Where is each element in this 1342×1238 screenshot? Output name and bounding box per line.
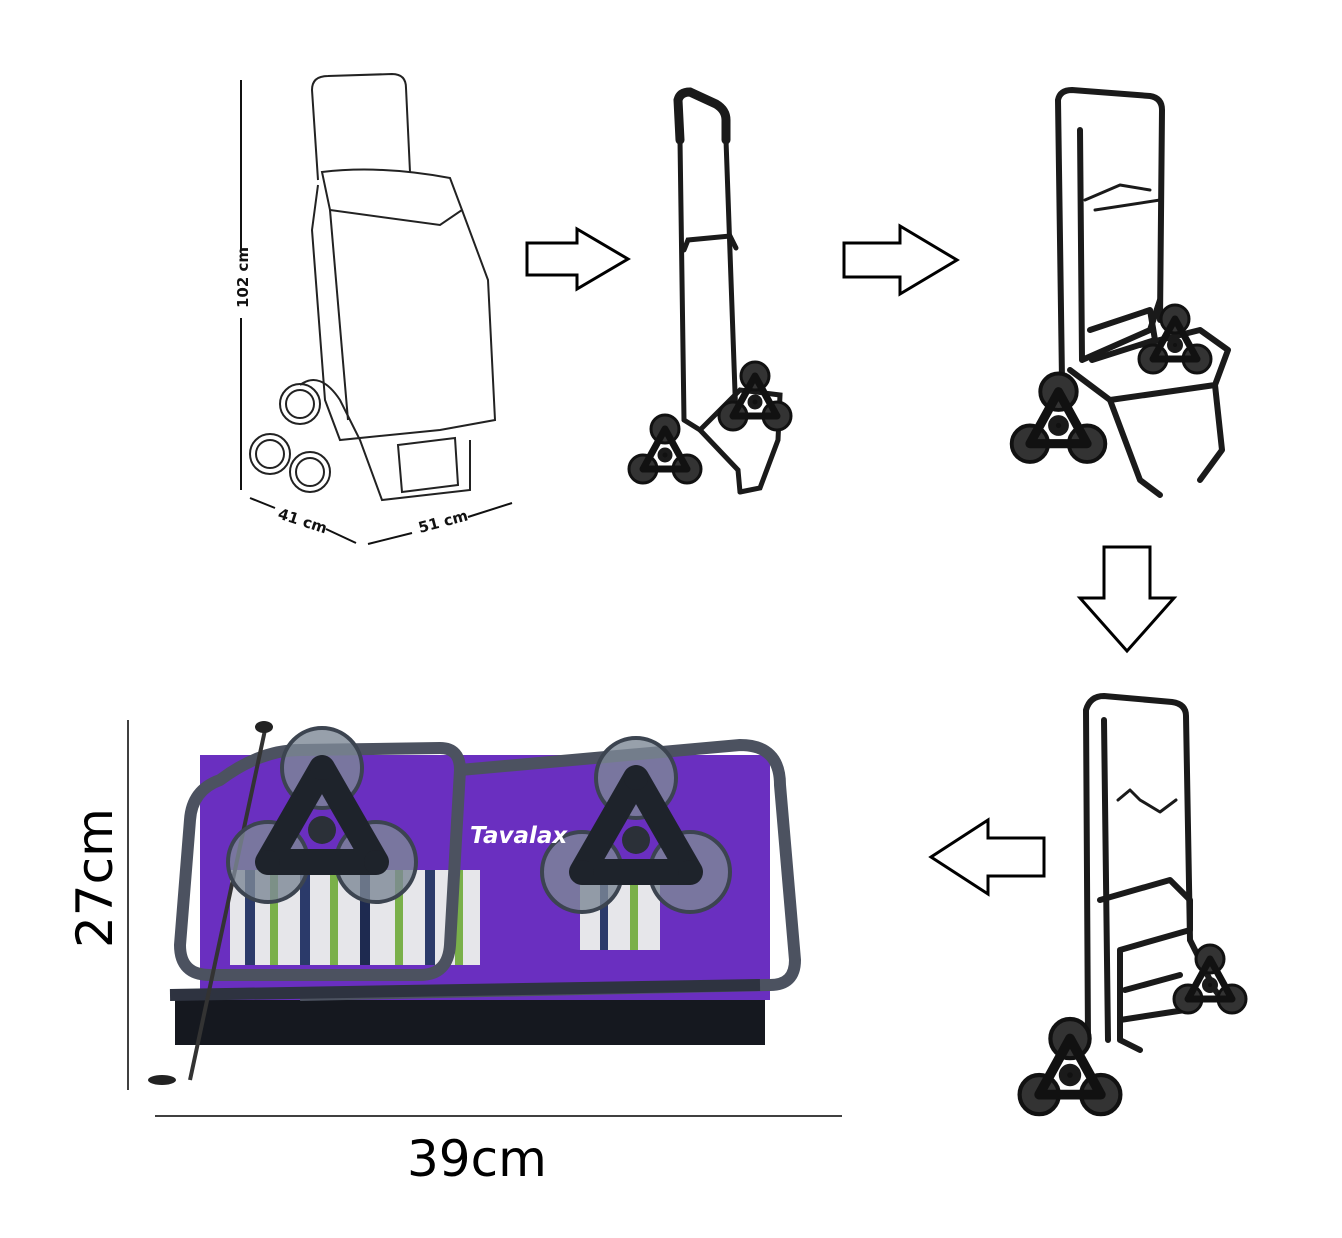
width-label: 51 cm [416, 506, 470, 536]
arrow-right-icon [842, 223, 960, 297]
folded-width-label: 39cm [407, 1130, 547, 1188]
height-label: 102 cm [234, 247, 252, 308]
trolley-sketch [249, 72, 497, 502]
arrow-left-icon [928, 817, 1046, 897]
trolley-frame-folding [1020, 693, 1246, 1114]
brand-logo: Tavalax [470, 823, 568, 849]
trolley-frame-handle-lowered [1012, 87, 1231, 498]
folded-height-label: 27cm [66, 808, 124, 948]
trolley-folded-photo: Tavalax [148, 721, 801, 1085]
arrow-down-icon [1076, 545, 1178, 654]
depth-label: 41 cm [276, 505, 330, 538]
trolley-frame-unfolded [629, 87, 791, 495]
base-dimensions [249, 497, 513, 545]
arrow-right-icon [525, 226, 631, 292]
frame-foot [188, 729, 267, 1081]
